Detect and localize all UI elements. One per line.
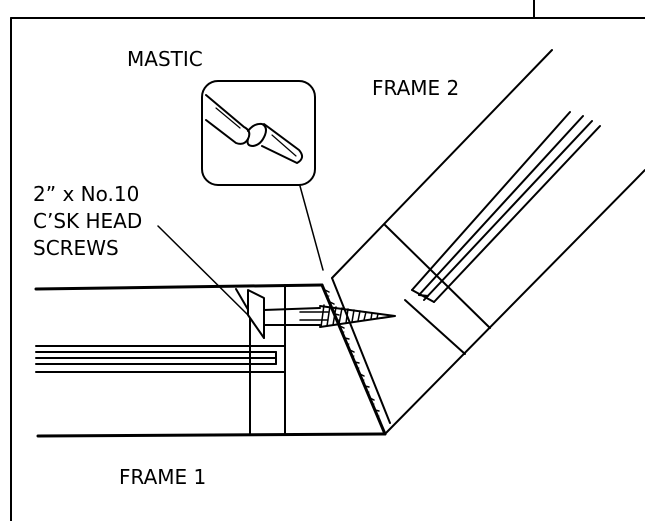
screws-label-line-1: 2” x No.10 — [33, 182, 140, 206]
leader-lines — [157, 185, 324, 316]
countersunk-screw — [247, 289, 396, 339]
mastic-joint — [320, 277, 391, 436]
mastic-nozzle-inset — [201, 80, 316, 186]
screws-label-line-3: SCREWS — [33, 236, 119, 260]
frame-2-channel — [411, 111, 601, 303]
frame-1-label: FRAME 1 — [119, 465, 207, 489]
nozzle-icon — [205, 94, 303, 164]
frame-2-label: FRAME 2 — [372, 76, 460, 100]
mastic-label: MASTIC — [127, 47, 203, 71]
frame-1-channel — [35, 345, 286, 373]
frame-2 — [331, 49, 645, 435]
screws-label-line-2: C’SK HEAD — [33, 209, 143, 233]
screws-label: 2” x No.10 C’SK HEAD SCREWS — [33, 181, 142, 262]
diagram-border — [10, 0, 645, 521]
